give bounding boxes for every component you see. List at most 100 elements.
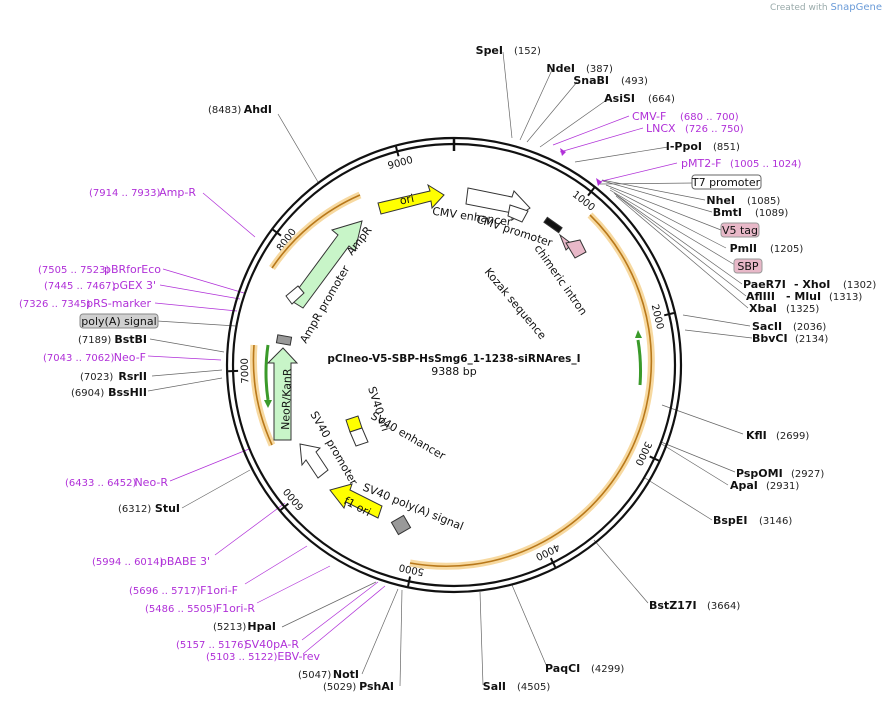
primer-prs-marker[interactable]: pRS-marker — [86, 297, 151, 310]
plasmid-length: 9388 bp — [431, 365, 476, 378]
primer-prs-marker-range: (7326 .. 7345) — [19, 299, 91, 310]
enzyme-hpai[interactable]: HpaI — [247, 620, 276, 633]
v5-tag-box[interactable] — [720, 222, 760, 238]
sbp-feature[interactable] — [565, 239, 587, 259]
enzyme-apai-pos: (2931) — [766, 481, 799, 492]
primer-neo-r[interactable]: Neo-R — [134, 476, 168, 489]
primer-ebv-rev[interactable]: EBV-rev — [277, 650, 320, 663]
enzyme-pspomi[interactable]: PspOMI — [736, 467, 783, 480]
enzyme-asisi[interactable]: AsiSI — [604, 92, 635, 105]
tick-label-7000: 7000 — [240, 358, 252, 384]
v5-tag-label: V5 tag — [722, 224, 758, 237]
enzyme-bmti-pos: (1089) — [755, 208, 788, 219]
enzyme-snabi[interactable]: SnaBI — [573, 74, 609, 87]
primer-f1ori-r[interactable]: F1ori-R — [216, 602, 256, 615]
primer-pbabe-3[interactable]: pBABE 3' — [160, 555, 210, 568]
enzyme-kfli[interactable]: KflI — [746, 429, 767, 442]
enzyme-i-ppoi[interactable]: I-PpoI — [666, 140, 702, 153]
ori-feature[interactable] — [377, 183, 445, 215]
primer-lncx-range: (726 .. 750) — [685, 124, 744, 135]
ampr-promoter-feature[interactable] — [285, 285, 305, 305]
ampr-orf-arc — [271, 194, 361, 269]
sbp-box[interactable] — [733, 258, 763, 274]
enzyme-rsrii[interactable]: RsrII — [118, 370, 147, 383]
primer-cmv-f-range: (680 .. 700) — [680, 112, 739, 123]
polya-signal-label: poly(A) signal — [81, 315, 156, 328]
enzyme-mlui[interactable]: - MluI — [786, 290, 821, 303]
ampr-feature[interactable] — [289, 220, 363, 309]
tick-mark-6000 — [280, 502, 289, 511]
primer-amp-r[interactable]: Amp-R — [159, 186, 196, 199]
primer-f1ori-f[interactable]: F1ori-F — [200, 584, 238, 597]
tick-mark-9000 — [395, 146, 400, 157]
ori-label: ori — [399, 192, 416, 208]
enzyme-pmli-pos: (1205) — [770, 244, 803, 255]
enzyme-xbai[interactable]: XbaI — [749, 302, 777, 315]
primer-neo-f-range: (7043 .. 7062) — [43, 353, 115, 364]
primer-pgex-3[interactable]: pGEX 3' — [112, 279, 156, 292]
enzyme-xhoi[interactable]: - XhoI — [794, 278, 830, 291]
neor-kanr-feature[interactable] — [266, 347, 299, 441]
polya-signal-feature[interactable] — [275, 334, 293, 346]
enzyme-ahdi[interactable]: AhdI — [244, 103, 272, 116]
sv40-promoter-feature[interactable] — [299, 443, 329, 479]
enzyme-sali[interactable]: SalI — [483, 680, 506, 693]
enzyme-bstbi[interactable]: BstBI — [114, 333, 147, 346]
enzyme-stui[interactable]: StuI — [155, 502, 180, 515]
enzyme-bspei[interactable]: BspEI — [713, 514, 747, 527]
enzyme-nhei[interactable]: NheI — [706, 194, 735, 207]
primer-lncx[interactable]: LNCX — [646, 122, 676, 135]
primer-pmt2-f[interactable]: pMT2-F — [681, 157, 722, 170]
tick-mark-4000 — [549, 557, 557, 568]
enzyme-ndei[interactable]: NdeI — [546, 62, 575, 75]
primer-neo-f[interactable]: Neo-F — [114, 351, 146, 364]
sv40-polya-feature[interactable] — [390, 514, 412, 536]
enzyme-xhoi-pos: (1302) — [843, 280, 876, 291]
tick-mark-1000 — [587, 187, 595, 197]
enzyme-apai[interactable]: ApaI — [730, 479, 758, 492]
orf-arrow-left — [264, 344, 270, 401]
tick-mark-3000 — [649, 455, 660, 462]
enzyme-snabi-pos: (493) — [621, 76, 648, 87]
neo-orf-arc — [252, 344, 273, 446]
enzyme-pmli[interactable]: PmlI — [730, 242, 757, 255]
enzyme-afliii[interactable]: AflIII — [746, 290, 775, 303]
enzyme-rsrii-pos: (7023) — [80, 372, 113, 383]
t7-promoter-label: T7 promoter — [691, 176, 761, 189]
primer-cmv-f[interactable]: CMV-F — [632, 110, 666, 123]
enzyme-bbvci[interactable]: BbvCI — [752, 332, 788, 345]
enzyme-sacii-pos: (2036) — [793, 322, 826, 333]
primer-pgex-3-range: (7445 .. 7467) — [44, 281, 116, 292]
enzyme-sali-pos: (4505) — [517, 682, 550, 693]
orf-arrowhead-left — [264, 400, 272, 408]
enzyme-paer7i[interactable]: PaeR7I — [743, 278, 786, 291]
enzyme-bmti[interactable]: BmtI — [713, 206, 742, 219]
sv40-enhancer-feature[interactable] — [349, 427, 369, 447]
enzyme-bstbi-pos: (7189) — [78, 335, 111, 346]
primer-pbrforeco[interactable]: pBRforEco — [104, 263, 161, 276]
t7-promoter-box[interactable] — [691, 174, 762, 190]
cmv-promoter-feature[interactable] — [507, 204, 529, 223]
enzyme-bbvci-pos: (2134) — [795, 334, 828, 345]
primer-sv40pa-r-range: (5157 .. 5176) — [176, 640, 248, 651]
pmt2-f-primer-mark — [596, 178, 602, 186]
enzyme-noti[interactable]: NotI — [333, 668, 359, 681]
primer-f1ori-f-range: (5696 .. 5717) — [129, 586, 201, 597]
enzyme-bstz17i[interactable]: BstZ17I — [649, 599, 697, 612]
primer-amp-r-range: (7914 .. 7933) — [89, 188, 161, 199]
f1-ori-feature[interactable] — [329, 483, 383, 519]
tick-mark-5000 — [407, 576, 412, 587]
tick-mark-8000 — [272, 228, 282, 237]
enzyme-paqci[interactable]: PaqCI — [545, 662, 580, 675]
chimeric-intron-feature[interactable] — [543, 216, 563, 234]
polya-signal-box[interactable] — [79, 313, 159, 329]
enzyme-bsshii[interactable]: BssHII — [108, 386, 147, 399]
enzyme-pshai[interactable]: PshAI — [359, 680, 394, 693]
enzyme-sacii[interactable]: SacII — [752, 320, 782, 333]
snapgene-credit: Created with SnapGene — [769, 2, 882, 13]
enzyme-hpai-pos: (5213) — [213, 622, 246, 633]
enzyme-spei[interactable]: SpeI — [476, 44, 503, 57]
primer-sv40pa-r[interactable]: SV40pA-R — [245, 638, 300, 651]
neor-kanr-label: NeoR/KanR — [279, 368, 294, 430]
